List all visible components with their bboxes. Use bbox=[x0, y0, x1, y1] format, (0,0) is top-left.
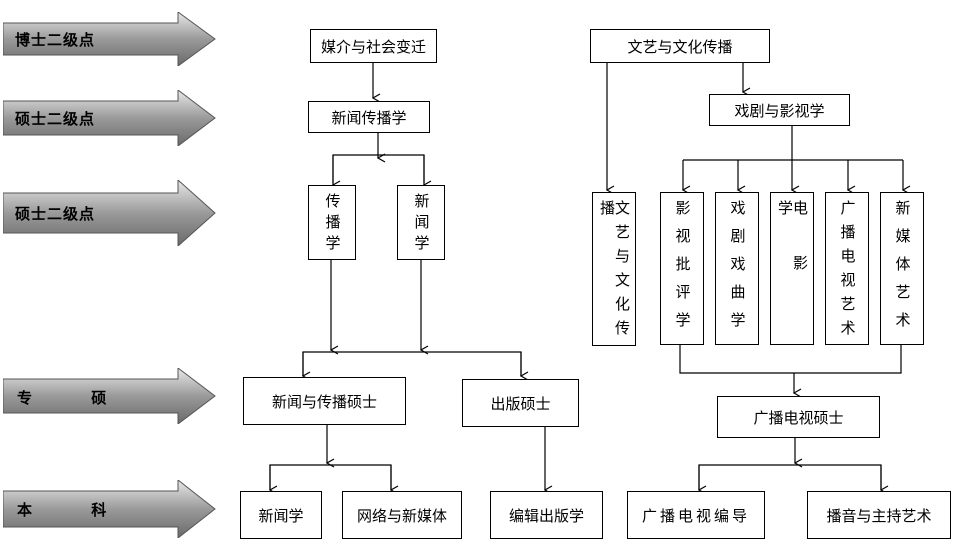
node-label: 网络与新媒体 bbox=[356, 506, 447, 525]
node-undergrad-radio-tv-directing: 广播电视编导 bbox=[627, 491, 765, 539]
node-arts-culture-vertical: 文艺与文化传播 bbox=[592, 192, 636, 346]
level-label: 硕士二级点 bbox=[15, 110, 96, 128]
node-label: 戏剧与影视学 bbox=[734, 101, 825, 120]
level-label-left: 本 bbox=[17, 501, 34, 519]
node-label: 影视批评学 bbox=[673, 200, 692, 340]
node-label: 新闻与传播硕士 bbox=[271, 392, 377, 411]
node-label: 出版硕士 bbox=[490, 394, 551, 413]
node-label: 文艺与文化传播 bbox=[627, 37, 733, 56]
node-undergrad-broadcasting-hosting: 播音与主持艺术 bbox=[807, 491, 951, 539]
level-arrow-doctoral: 博士二级点 bbox=[3, 12, 217, 66]
node-media-society: 媒介与社会变迁 bbox=[310, 29, 437, 63]
node-journalism: 新闻学 bbox=[397, 185, 445, 260]
level-label-left: 专 bbox=[17, 389, 34, 407]
node-radio-tv-art: 广播电视艺术 bbox=[825, 192, 869, 345]
node-label: 戏剧戏曲学 bbox=[728, 200, 747, 340]
node-label: 媒介与社会变迁 bbox=[320, 37, 426, 56]
node-label: 广播电视编导 bbox=[641, 506, 750, 525]
node-journalism-communication: 新闻传播学 bbox=[308, 101, 430, 133]
node-label: 新媒体艺术 bbox=[893, 200, 912, 340]
level-label: 硕士二级点 bbox=[15, 205, 96, 223]
node-label: 新闻传播学 bbox=[331, 108, 407, 127]
node-label: 广播电视硕士 bbox=[753, 408, 844, 427]
node-communication: 传播学 bbox=[308, 185, 356, 260]
node-undergrad-editing-publishing: 编辑出版学 bbox=[490, 491, 603, 539]
node-arts-culture-communication: 文艺与文化传播 bbox=[590, 29, 770, 63]
node-film: 电影学 bbox=[770, 192, 814, 345]
node-drama-opera: 戏剧戏曲学 bbox=[715, 192, 759, 345]
node-label: 传播学 bbox=[323, 193, 342, 256]
node-label: 播音与主持艺术 bbox=[826, 506, 932, 525]
node-label: 电影学 bbox=[776, 200, 809, 310]
node-master-radio-tv: 广播电视硕士 bbox=[717, 396, 880, 438]
node-label: 编辑出版学 bbox=[508, 506, 584, 525]
node-undergrad-network-new-media: 网络与新媒体 bbox=[342, 491, 462, 539]
node-label: 新闻学 bbox=[258, 506, 304, 525]
node-film-criticism: 影视批评学 bbox=[660, 192, 704, 345]
node-master-journalism-communication: 新闻与传播硕士 bbox=[243, 377, 406, 425]
level-arrow-masters-2: 硕士二级点 bbox=[3, 180, 217, 246]
node-label: 新闻学 bbox=[412, 193, 431, 256]
level-arrow-masters: 硕士二级点 bbox=[3, 90, 217, 146]
level-label-right: 硕 bbox=[91, 389, 108, 407]
node-label: 文艺与文化传播 bbox=[598, 200, 631, 344]
node-new-media-art: 新媒体艺术 bbox=[880, 192, 924, 345]
node-label: 广播电视艺术 bbox=[838, 200, 857, 344]
level-arrow-professional: 专 硕 bbox=[3, 368, 217, 424]
level-label-right: 科 bbox=[91, 501, 108, 519]
node-drama-film-studies: 戏剧与影视学 bbox=[709, 94, 850, 126]
node-master-publishing: 出版硕士 bbox=[462, 379, 579, 427]
level-label: 博士二级点 bbox=[15, 31, 96, 49]
node-undergrad-journalism: 新闻学 bbox=[240, 491, 322, 539]
level-arrow-undergraduate: 本 科 bbox=[3, 480, 217, 538]
